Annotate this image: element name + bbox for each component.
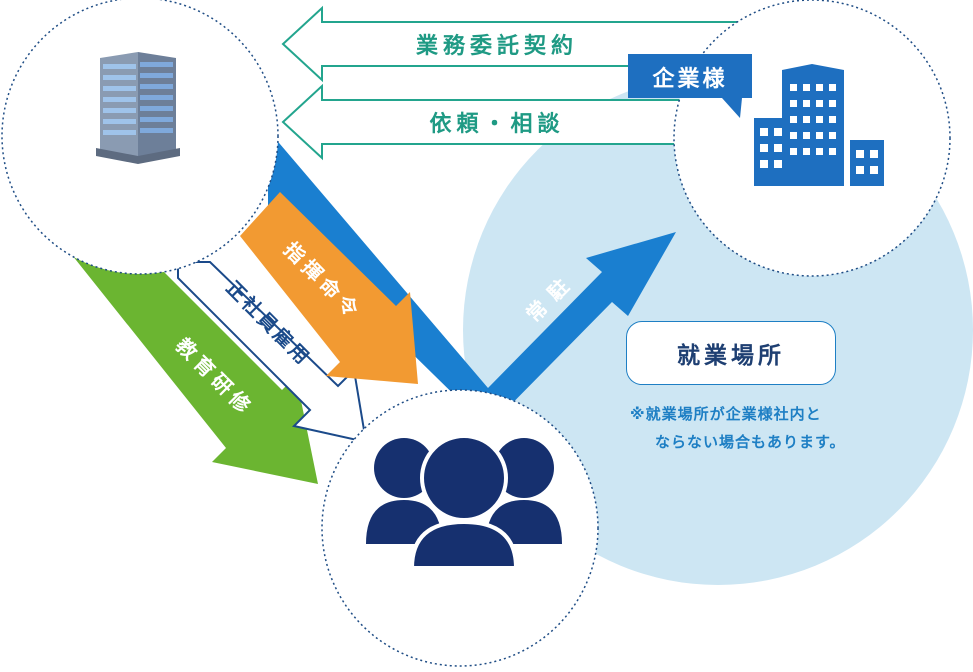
contract-label: 業務委託契約	[416, 33, 578, 59]
workplace-note-line2: ならない場合もあります。	[655, 433, 846, 451]
people-group-icon	[366, 434, 562, 570]
office-building-icon	[96, 52, 180, 164]
workplace-note-line1: ※就業場所が企業様社内と	[630, 405, 822, 423]
client-badge: 企業様	[628, 54, 752, 118]
command-arrow	[240, 192, 418, 384]
workplace-label-box: 就業場所	[626, 321, 836, 385]
client-badge-label: 企業様	[651, 66, 727, 92]
training-arrow	[68, 250, 318, 484]
request-label: 依頼・相談	[429, 111, 564, 137]
client-buildings-icon	[754, 64, 884, 186]
